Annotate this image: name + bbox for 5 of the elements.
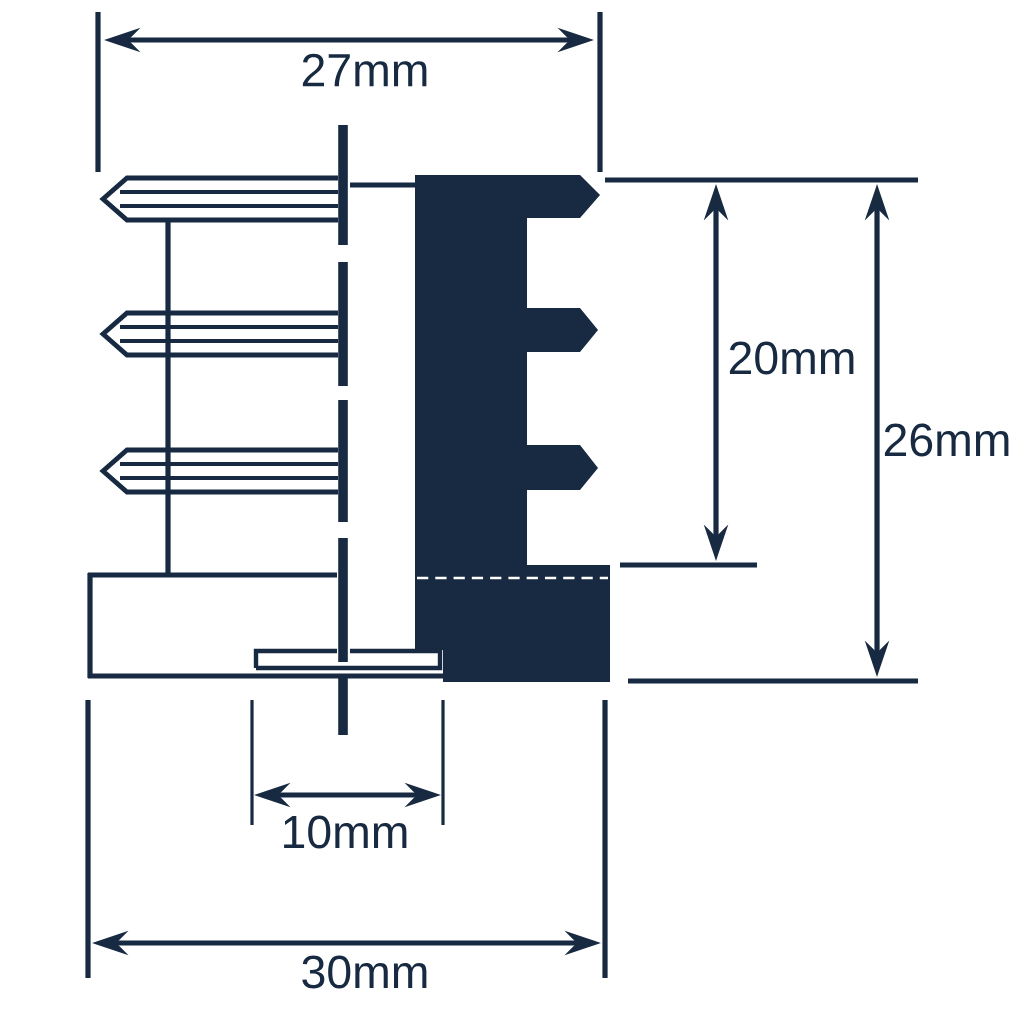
dimension-label: 10mm xyxy=(284,815,407,849)
dimension-label: 20mm xyxy=(729,341,854,375)
dimension-label: 27mm xyxy=(302,53,427,87)
dimension-label: 26mm xyxy=(884,423,1009,457)
dimension-label: 30mm xyxy=(302,955,427,989)
